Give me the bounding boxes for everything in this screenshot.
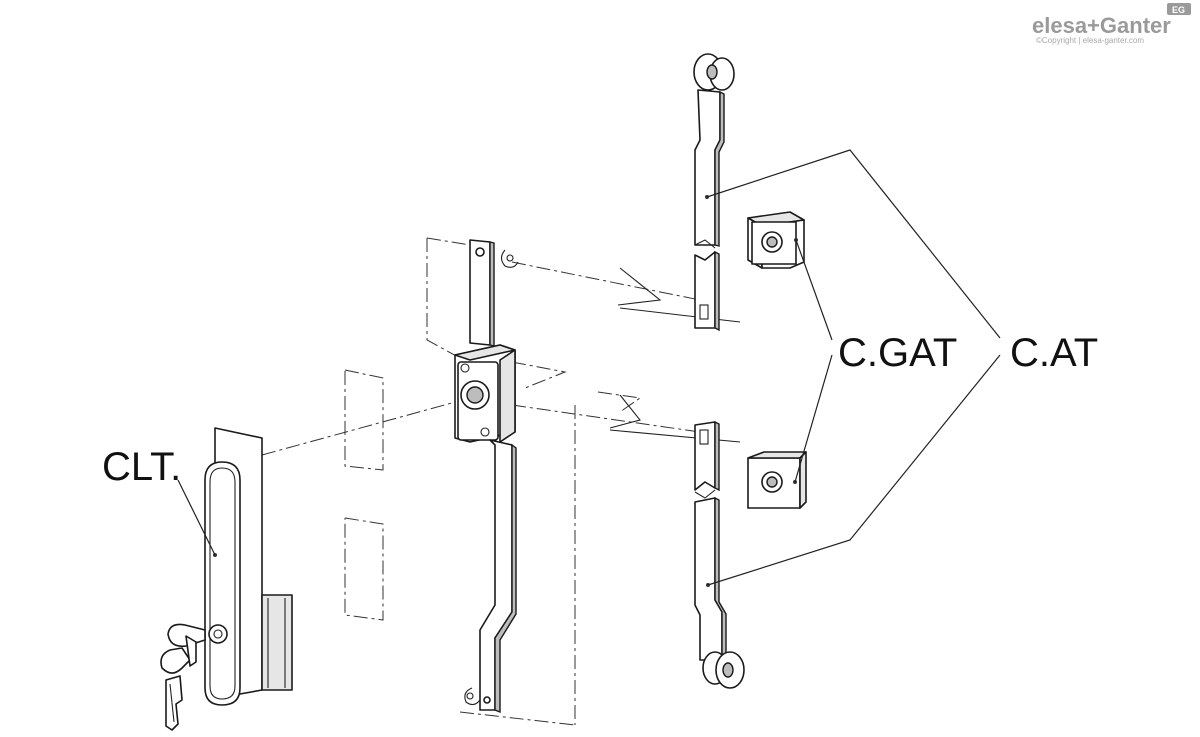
lower-strap — [694, 420, 745, 689]
handle-grip — [204, 461, 241, 706]
e-clip-top — [500, 249, 519, 268]
label-clt: CLT. — [102, 445, 181, 489]
brand-logo: elesa+Ganter EG ©Copyright | elesa-gante… — [1032, 3, 1191, 45]
leader-lines — [177, 149, 1001, 586]
block-upper — [747, 211, 805, 269]
lock-body — [261, 594, 293, 691]
door-outline — [344, 237, 642, 726]
upper-strap — [693, 53, 735, 332]
brand-logo-text: elesa+Ganter — [1032, 13, 1171, 38]
lock-cylinder — [208, 624, 228, 644]
brand-copyright: ©Copyright | elesa-ganter.com — [1036, 36, 1144, 45]
label-c-at: C.AT — [1010, 331, 1098, 375]
e-clip-bottom — [464, 687, 481, 706]
label-c-gat: C.GAT — [838, 331, 957, 375]
key-icon — [160, 623, 206, 731]
handle-assembly — [160, 427, 293, 731]
brand-badge-text: EG — [1172, 5, 1185, 15]
brand-badge — [1167, 3, 1191, 15]
central-rod-assembly — [454, 239, 519, 714]
alignment-lines — [261, 261, 741, 456]
block-lower — [747, 451, 807, 509]
